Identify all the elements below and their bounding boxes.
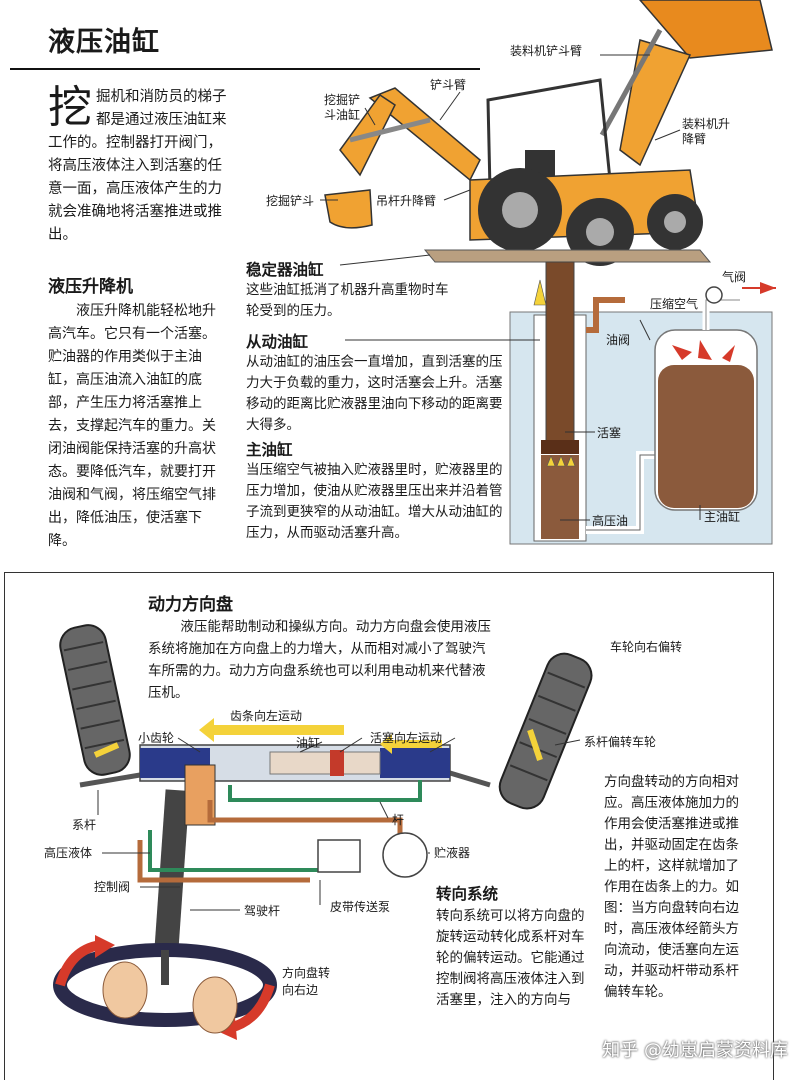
slave-body: 从动油缸的油压会一直增加，直到活塞的压力大于负载的重力，这时活塞会上升。活塞移动… [246,354,503,433]
hydraulic-lift-diagram [509,261,776,545]
label-control-valve: 控制阀 [94,880,131,894]
label-belt-pump: 皮带传送泵 [330,900,391,914]
label-dig-cylinder: 挖掘铲斗油缸 [324,93,361,122]
steering-leader-lines [97,737,581,911]
label-master-cylinder: 主油缸 [704,510,741,524]
lift-heading: 液压升降机 [48,277,133,297]
steering-side-text: 方向盘转动的方向相对应。高压液体施加力的作用会使活塞推进或推出，并驱动固定在齿条… [604,774,739,1000]
label-piston-left: 活塞向左运动 [370,731,443,745]
label-steer-column: 驾驶杆 [244,904,281,918]
label-bucket-arm: 铲斗臂 [430,78,467,92]
steering-system-heading: 转向系统 [436,885,499,903]
steering-body: 液压能帮助制动和操纵方向。动力方向盘会使用液压系统将施加在方向盘上的力增大，从而… [148,619,491,701]
title-rule [10,68,480,70]
label-compressed-air: 压缩空气 [650,297,699,311]
label-air-valve: 气阀 [722,270,747,284]
label-loader-lift: 装料机升降臂 [682,117,731,146]
intro-text: 掘机和消防员的梯子都是通过液压油缸来工作的。控制器打开阀门，将高压液体注入到活塞… [48,89,227,243]
label-piston: 活塞 [597,426,622,440]
steering-system-body: 转向系统可以将方向盘的旋转运动转化成系杆对车轮的偏转运动。它能通过控制阀将高压液… [436,908,585,1008]
label-rod: 杆 [392,813,405,827]
top-leader-lines [320,54,701,521]
label-reservoir: 贮液器 [434,846,471,860]
label-oil-valve: 油阀 [606,333,631,347]
master-body: 当压缩空气被抽入贮液器里时，贮液器里的压力增加，使油从贮液器里压出来并沿着管子流… [246,462,503,541]
stabilizer-body: 这些油缸抵消了机器升高重物时车轮受到的压力。 [246,282,449,319]
slave-heading: 从动油缸 [246,333,309,351]
label-boom-lift: 吊杆升降臂 [376,194,437,208]
power-steering-illustration [53,624,593,1040]
label-wheel-right-turn: 车轮向右偏转 [610,640,683,654]
label-rack-left: 齿条向左运动 [230,709,303,723]
label-hp-fluid: 高压液体 [44,846,93,860]
label-dig-bucket: 挖掘铲斗 [266,194,315,208]
master-heading: 主油缸 [246,441,293,459]
label-pinion: 小齿轮 [138,731,175,745]
intro-dropcap: 挖 [48,82,92,133]
steering-panel [4,572,774,1080]
label-tie-rod-deflect: 系杆偏转车轮 [584,735,657,749]
label-wheel-turn-right-2: 向右边 [282,983,319,997]
label-wheel-turn-right-1: 方向盘转 [282,966,331,980]
stabilizer-heading: 稳定器油缸 [246,261,324,279]
label-high-pressure-oil: 高压油 [592,514,629,528]
lift-body: 液压升降机能轻松地升高汽车。它只有一个活塞。贮油器的作用类似于主油缸，高压油流入… [48,303,216,549]
watermark: 知乎 @幼崽启蒙资料库 [602,1040,788,1061]
page-title: 液压油缸 [48,27,160,58]
steering-heading: 动力方向盘 [148,595,233,615]
label-cylinder: 油缸 [296,736,321,750]
label-loader-arm: 装料机铲斗臂 [510,44,583,58]
backhoe-illustration [324,0,773,266]
intro-paragraph: 挖掘机和消防员的梯子都是通过液压油缸来工作的。控制器打开阀门，将高压液体注入到活… [48,86,234,247]
label-tie-rod: 系杆 [72,818,97,832]
